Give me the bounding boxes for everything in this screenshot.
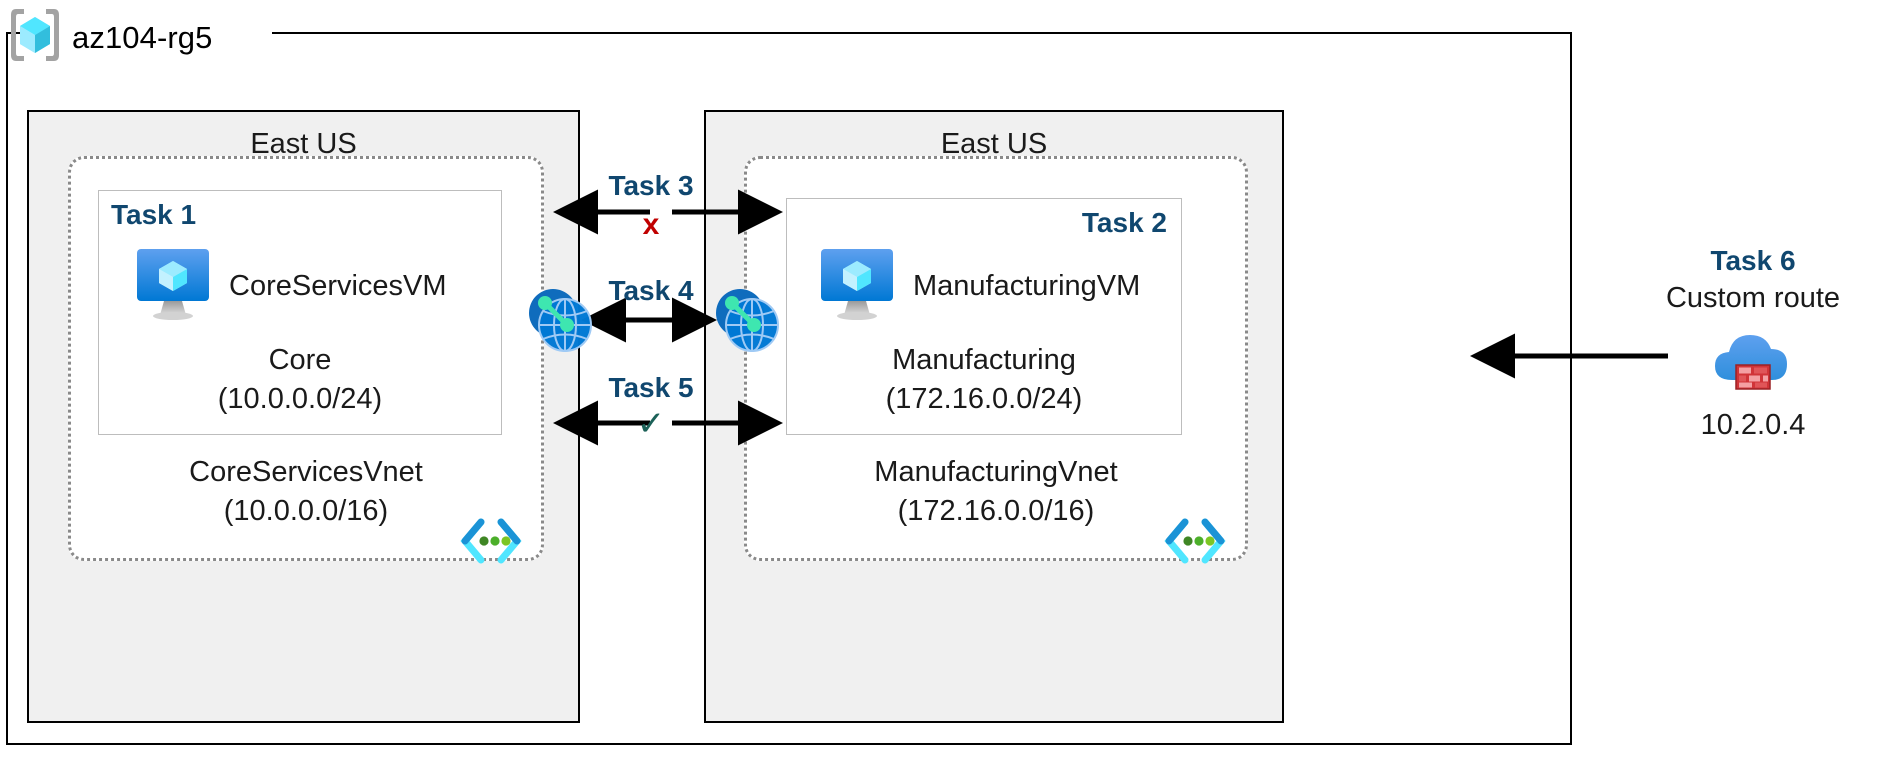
subnet-name-manufacturing: Manufacturing [892, 344, 1076, 377]
vnet-peering-globe-icon [520, 280, 600, 360]
task6-group: Task 6 Custom route [1608, 243, 1898, 442]
subnet-cidr-manufacturing: (172.16.0.0/24) [885, 382, 1083, 415]
firewall-icon-wrap [1608, 324, 1898, 403]
vnet-label-coreservicesvnet: CoreServicesVnet (10.0.0.0/16) [71, 453, 541, 530]
subnet-brackets-icon [459, 516, 523, 566]
resource-group-frame [6, 32, 1572, 745]
subnet-name-core: Core [268, 344, 332, 377]
vnet-cidr-right: (172.16.0.0/16) [897, 494, 1095, 527]
task-tag-task4: Task 4 [608, 275, 694, 306]
virtual-machine-icon [133, 247, 213, 326]
vm-row-coreservicesvm: CoreServicesVM [133, 247, 447, 326]
subnet-label-manufacturing: Manufacturing (172.16.0.0/24) [787, 341, 1181, 418]
vnet-name-left: CoreServicesVnet [189, 456, 423, 489]
blocked-x-icon: x [642, 208, 660, 241]
resource-group-name: az104-rg5 [72, 19, 213, 55]
vm-name-coreservicesvm: CoreServicesVM [229, 270, 447, 302]
task-tag-task6: Task 6 [1710, 245, 1796, 276]
subnet-box-core: Task 1 [98, 190, 502, 435]
resource-group-title: az104-rg5 [8, 6, 213, 69]
firewall-ip-address: 10.2.0.4 [1700, 409, 1806, 442]
subnet-box-manufacturing: Task 2 ManufacturingVM Manufacturing (17… [786, 198, 1182, 435]
virtual-machine-icon [817, 247, 897, 326]
task-tag-task3: Task 3 [608, 170, 694, 201]
vnet-label-manufacturingvnet: ManufacturingVnet (172.16.0.0/16) [747, 453, 1245, 530]
allowed-check-icon: ✓ [636, 405, 666, 443]
task-tag-task5: Task 5 [608, 372, 694, 403]
subnet-cidr-core: (10.0.0.0/24) [217, 382, 383, 415]
subnet-brackets-icon [1163, 516, 1227, 566]
region-label-left: East US [250, 128, 357, 160]
subnet-label-core: Core (10.0.0.0/24) [99, 341, 501, 418]
task-tag-task2: Task 2 [1081, 207, 1167, 238]
resource-group-title-gap [22, 20, 272, 46]
task-tag-task1: Task 1 [111, 199, 197, 230]
vnet-name-right: ManufacturingVnet [874, 456, 1118, 489]
firewall-cloud-icon [1705, 324, 1801, 403]
region-label-right: East US [940, 128, 1048, 160]
vm-row-manufacturingvm: ManufacturingVM [817, 247, 1140, 326]
vnet-cidr-left: (10.0.0.0/16) [223, 494, 389, 527]
vnet-peering-globe-icon [707, 280, 787, 360]
task6-subtitle: Custom route [1665, 282, 1841, 314]
resource-group-cube-icon [8, 6, 62, 69]
vm-name-manufacturingvm: ManufacturingVM [913, 270, 1141, 302]
